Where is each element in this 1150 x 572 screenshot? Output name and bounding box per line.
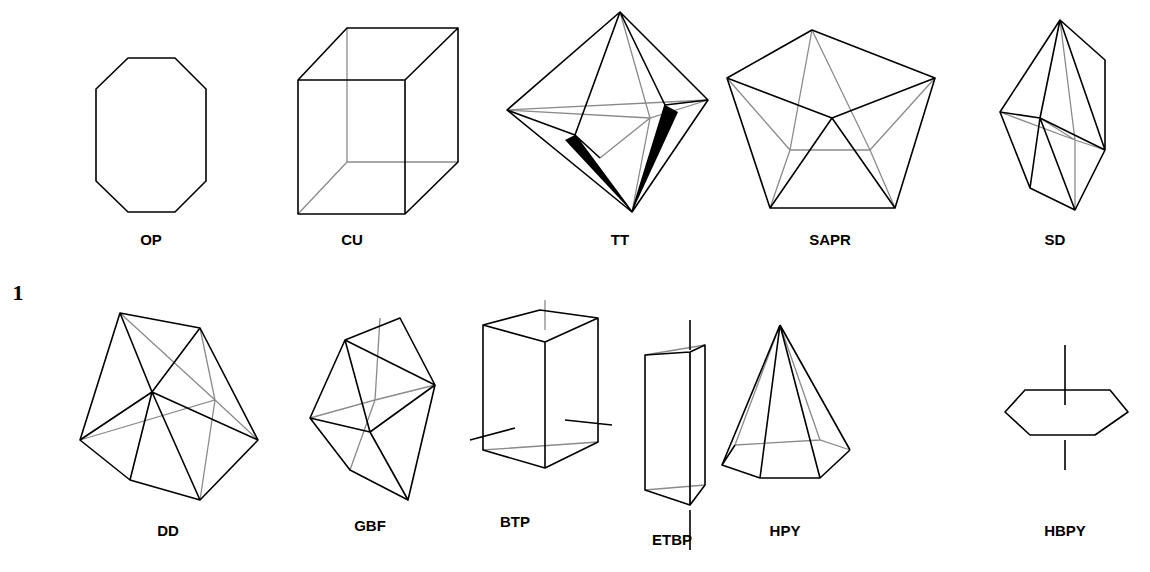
- polyhedron-label: HPY: [770, 523, 801, 538]
- polyhedron-label: TT: [611, 232, 629, 247]
- figure-number: 1: [13, 282, 24, 304]
- dodecadeltahedron: [80, 313, 258, 500]
- polyhedron-label: DD: [157, 523, 179, 538]
- polyhedron-label: GBF: [354, 518, 386, 533]
- hexagonal-pyramid: [722, 325, 850, 478]
- polyhedron-label: SD: [1045, 232, 1066, 247]
- cube: [298, 28, 458, 214]
- polyhedron-label: OP: [140, 232, 162, 247]
- polyhedron-label: HBPY: [1044, 523, 1086, 538]
- polyhedron-label: CU: [341, 232, 363, 247]
- bicapped-trigonal-prism: [470, 300, 612, 468]
- gyrobifastigium: [310, 318, 435, 500]
- triakis-tetrahedron: [507, 12, 708, 212]
- square-antiprism: [727, 30, 935, 208]
- polyhedron-label: BTP: [500, 514, 530, 529]
- octagon: [96, 58, 206, 212]
- elongated-trigonal-bipyramid: [645, 320, 705, 550]
- snub-disphenoid: [1000, 20, 1105, 210]
- hexagonal-bipyramid: [1005, 345, 1128, 470]
- polyhedron-label: SAPR: [809, 232, 851, 247]
- polyhedron-label: ETBP: [652, 532, 692, 547]
